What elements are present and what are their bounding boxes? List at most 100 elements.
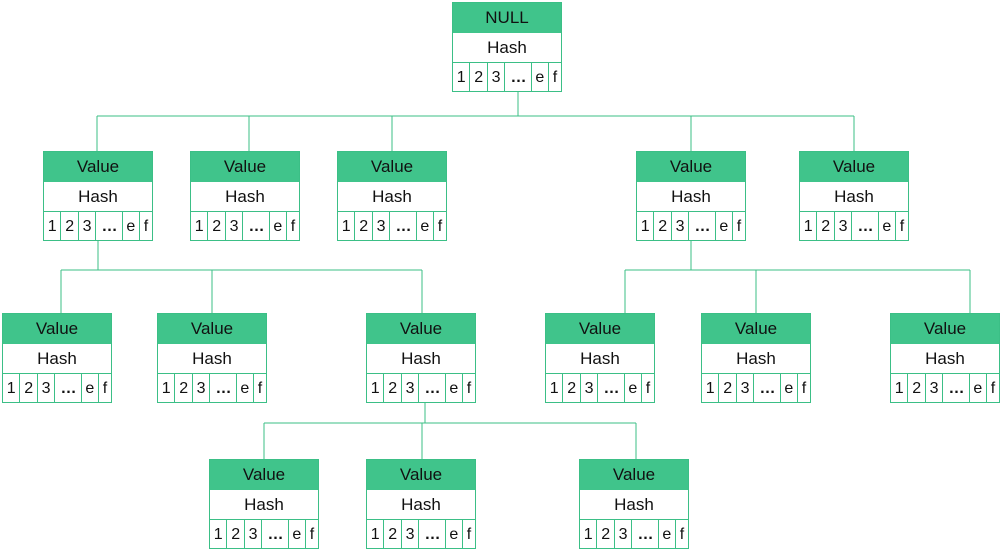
hash-slot: e bbox=[123, 212, 140, 241]
hash-slot: 2 bbox=[817, 212, 835, 241]
hash-slot: 2 bbox=[384, 374, 402, 403]
hash-slot: e bbox=[446, 374, 463, 403]
hash-slot: 3 bbox=[672, 212, 690, 241]
hash-slot: 2 bbox=[227, 520, 245, 549]
hash-slot: 1 bbox=[367, 374, 385, 403]
hash-slot: … bbox=[689, 212, 716, 241]
hash-slot: 3 bbox=[835, 212, 853, 241]
node-hash: Hash bbox=[891, 344, 999, 374]
node-hash: Hash bbox=[191, 182, 299, 212]
hash-slot: f bbox=[645, 379, 651, 397]
hash-slot: … bbox=[419, 374, 446, 403]
hash-slot: f bbox=[801, 379, 807, 397]
node-hash: Hash bbox=[453, 33, 561, 63]
node-value: Value bbox=[546, 314, 654, 344]
hash-slot: … bbox=[852, 212, 879, 241]
node-value: Value bbox=[3, 314, 111, 344]
hash-slot: e bbox=[237, 374, 254, 403]
hash-slot: … bbox=[262, 520, 289, 549]
node-value: NULL bbox=[453, 3, 561, 33]
hash-slot: e bbox=[716, 212, 733, 241]
hash-slot: … bbox=[96, 212, 123, 241]
hash-slot: … bbox=[632, 520, 659, 549]
hash-slot: 3 bbox=[79, 212, 97, 241]
hash-slot: 2 bbox=[384, 520, 402, 549]
hash-slot: e bbox=[446, 520, 463, 549]
hash-slot: f bbox=[257, 379, 263, 397]
hash-slot: f bbox=[290, 217, 296, 235]
hash-slot: 3 bbox=[488, 63, 506, 92]
hash-slot: … bbox=[419, 520, 446, 549]
node-value: Value bbox=[637, 152, 745, 182]
hash-slot: 2 bbox=[597, 520, 615, 549]
hash-slot: 2 bbox=[654, 212, 672, 241]
hash-slot: f bbox=[990, 379, 996, 397]
node-hash: Hash bbox=[367, 490, 475, 520]
hash-slot: e bbox=[625, 374, 642, 403]
node-value: Value bbox=[367, 460, 475, 490]
hash-slot: … bbox=[754, 374, 781, 403]
hash-slot: 1 bbox=[44, 212, 62, 241]
node-value: Value bbox=[580, 460, 688, 490]
hash-slot: 3 bbox=[615, 520, 633, 549]
hash-slot: 2 bbox=[208, 212, 226, 241]
hash-slot: 3 bbox=[926, 374, 944, 403]
hash-slot: f bbox=[679, 525, 685, 543]
node-hash: Hash bbox=[546, 344, 654, 374]
hash-slot: … bbox=[943, 374, 970, 403]
node-value: Value bbox=[367, 314, 475, 344]
hash-slot: 2 bbox=[20, 374, 38, 403]
hash-slot: 1 bbox=[891, 374, 909, 403]
node-value: Value bbox=[44, 152, 152, 182]
hash-slot: 3 bbox=[737, 374, 755, 403]
node-hash: Hash bbox=[580, 490, 688, 520]
node-value: Value bbox=[210, 460, 318, 490]
node-value: Value bbox=[191, 152, 299, 182]
hash-slot: 1 bbox=[453, 63, 471, 92]
hash-slot: 1 bbox=[702, 374, 720, 403]
hash-slot: f bbox=[437, 217, 443, 235]
hash-slot: … bbox=[210, 374, 237, 403]
node-hash: Hash bbox=[158, 344, 266, 374]
hash-slot: 3 bbox=[38, 374, 56, 403]
hash-slot: 1 bbox=[191, 212, 209, 241]
hash-slot: 3 bbox=[245, 520, 263, 549]
hash-slot: 2 bbox=[908, 374, 926, 403]
hash-slot: f bbox=[899, 217, 905, 235]
hash-slot: f bbox=[102, 379, 108, 397]
hash-slot: … bbox=[390, 212, 417, 241]
hash-slot: … bbox=[55, 374, 82, 403]
hash-slot: 3 bbox=[373, 212, 391, 241]
hash-slot: 1 bbox=[210, 520, 228, 549]
node-hash: Hash bbox=[44, 182, 152, 212]
node-value: Value bbox=[158, 314, 266, 344]
node-hash: Hash bbox=[702, 344, 810, 374]
hash-slot: e bbox=[970, 374, 987, 403]
hash-slot: 1 bbox=[637, 212, 655, 241]
hash-slot: f bbox=[736, 217, 742, 235]
hash-slot: 3 bbox=[581, 374, 599, 403]
hash-slot: 2 bbox=[563, 374, 581, 403]
hash-slot: e bbox=[270, 212, 287, 241]
hash-slot: e bbox=[417, 212, 434, 241]
node-hash: Hash bbox=[210, 490, 318, 520]
hash-slot: f bbox=[466, 379, 472, 397]
hash-slot: 2 bbox=[61, 212, 79, 241]
